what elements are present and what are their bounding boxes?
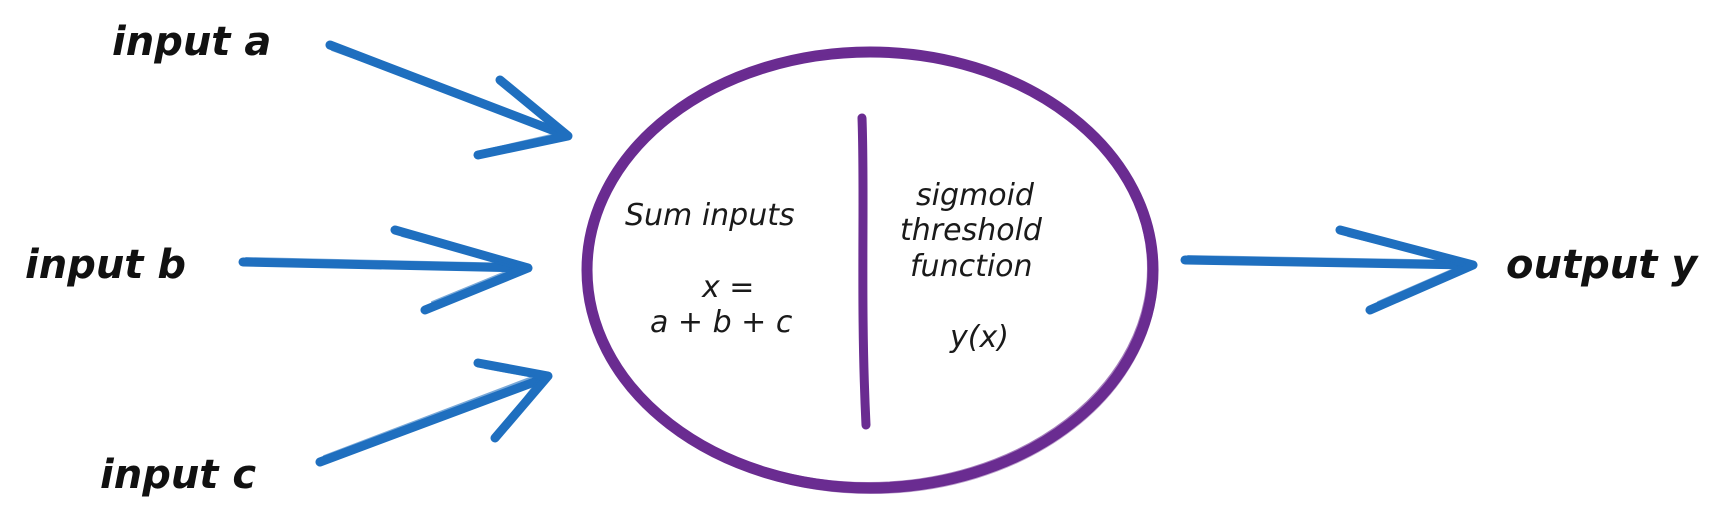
neuron-circle (581, 46, 1159, 494)
neuron-divider (857, 113, 871, 430)
arrow-input-c (315, 358, 553, 467)
sum-inputs-text: Sum inputs (625, 198, 795, 233)
formula-sum: a + b + c (650, 305, 793, 340)
formula-x-equals: x = (702, 270, 755, 305)
output-y-label: output y (1506, 242, 1698, 288)
y-of-x-text: y(x) (950, 320, 1009, 355)
arrow-input-b (238, 225, 533, 315)
arrow-input-a (325, 40, 573, 160)
function-text: function (910, 249, 1033, 284)
input-b-label: input b (25, 242, 186, 288)
arrow-output (1180, 225, 1478, 315)
threshold-text: threshold (900, 213, 1042, 248)
input-a-label: input a (112, 19, 272, 65)
input-c-label: input c (100, 452, 257, 498)
sigmoid-text: sigmoid (916, 178, 1034, 213)
